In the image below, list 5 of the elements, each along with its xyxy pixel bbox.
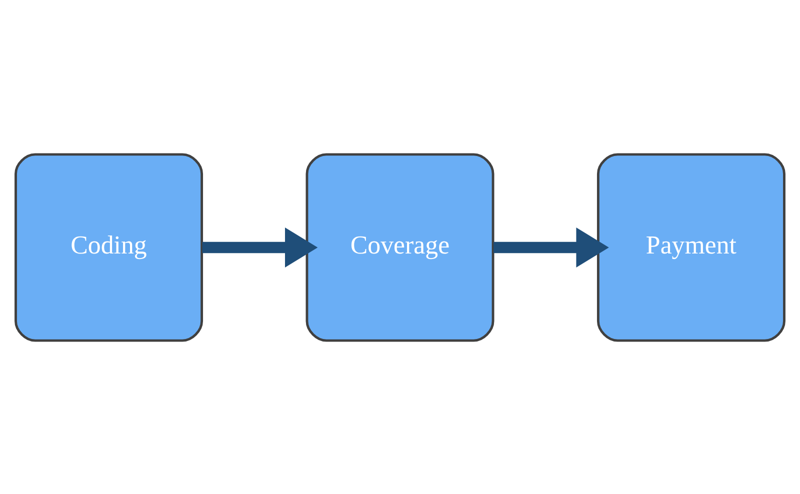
node-box: Payment xyxy=(596,152,786,342)
arrow xyxy=(494,226,609,267)
node-box: Coding xyxy=(14,152,204,342)
arrow xyxy=(202,226,318,267)
node-box: Coverage xyxy=(306,152,494,342)
